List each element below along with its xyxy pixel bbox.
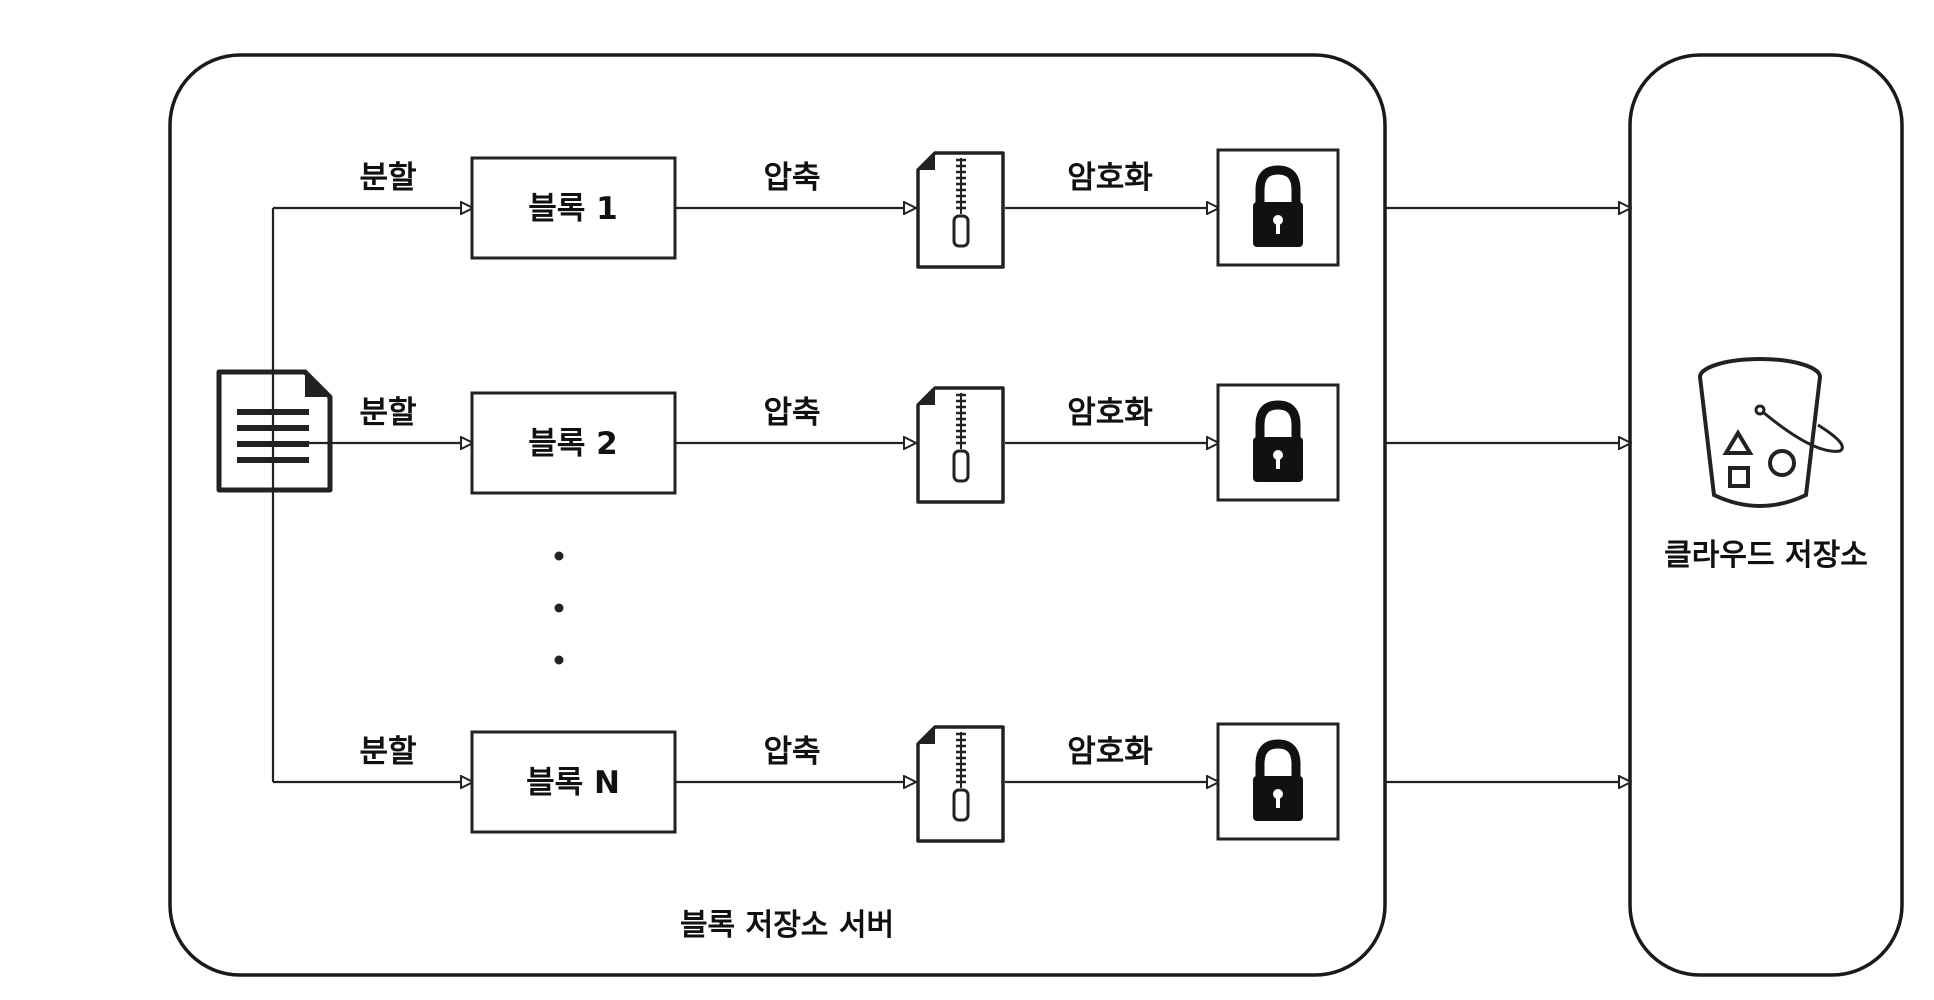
encrypt-label: 암호화: [1067, 734, 1153, 770]
compress-label: 압축: [763, 395, 820, 431]
cloud-storage-container: [1628, 53, 1904, 977]
cloud-storage-label: 클라우드 저장소: [1664, 538, 1868, 573]
compress-label: 압축: [763, 160, 820, 196]
block-storage-server-label: 블록 저장소 서버: [680, 908, 894, 943]
ellipsis-dots: [554, 551, 564, 665]
bucket-icon: [1698, 357, 1844, 508]
lock-icon: [1216, 722, 1340, 841]
block-label: 블록 2: [528, 426, 617, 462]
split-label: 분할: [359, 395, 416, 431]
split-label: 분할: [359, 160, 416, 196]
block-label: 블록 N: [526, 765, 620, 801]
zip-file-icon: [916, 151, 1005, 269]
block-box: [470, 156, 677, 260]
document-icon: [216, 369, 333, 493]
split-label: 분할: [359, 734, 416, 770]
lock-icon: [1216, 148, 1340, 267]
zip-file-icon: [916, 725, 1005, 843]
block-box: [470, 391, 677, 495]
zip-file-icon: [916, 386, 1005, 504]
encrypt-label: 암호화: [1067, 395, 1153, 431]
block-box: [470, 730, 677, 834]
lock-icon: [1216, 383, 1340, 502]
block-label: 블록 1: [528, 191, 617, 227]
compress-label: 압축: [763, 734, 820, 770]
encrypt-label: 암호화: [1067, 160, 1153, 196]
block-storage-server-container: [168, 53, 1387, 977]
